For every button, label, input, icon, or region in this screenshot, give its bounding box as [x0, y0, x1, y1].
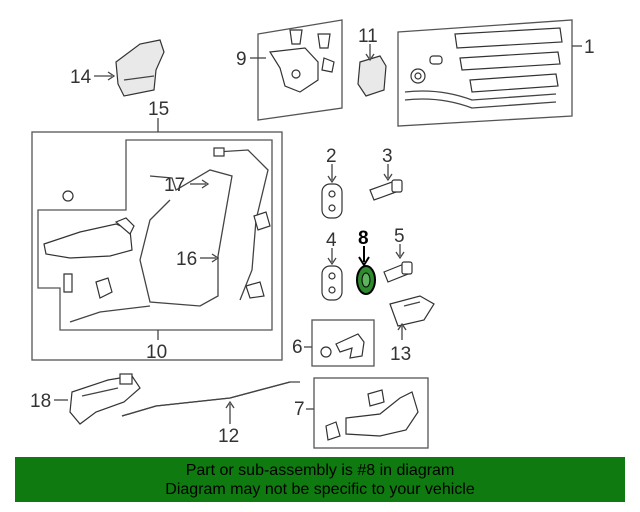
callout-18[interactable]: 18: [30, 391, 51, 412]
part-18-handle[interactable]: [54, 373, 141, 425]
callout-16[interactable]: 16: [176, 249, 197, 270]
callout-labels: 1 2 3 4 5 6 7 8 9 10 11 12 13 14 15 16 1…: [30, 26, 595, 447]
part-8-seal[interactable]: [356, 246, 376, 295]
leader-arrows: [190, 179, 220, 263]
part-5-bolt[interactable]: [383, 244, 413, 283]
part-1-sill-panel[interactable]: [397, 19, 582, 127]
banner-line-2: Diagram may not be specific to your vehi…: [165, 481, 475, 498]
callout-2[interactable]: 2: [326, 146, 337, 167]
part-13-bracket[interactable]: [389, 295, 435, 340]
part-11-clip[interactable]: [357, 44, 387, 97]
callout-14[interactable]: 14: [70, 67, 92, 88]
callout-1[interactable]: 1: [584, 37, 595, 58]
callout-5[interactable]: 5: [394, 226, 405, 247]
callout-9[interactable]: 9: [236, 49, 247, 70]
callout-8[interactable]: 8: [358, 228, 369, 249]
part-2-plate[interactable]: [321, 164, 343, 219]
part-15-assembly[interactable]: [31, 118, 283, 361]
banner-line-1: Part or sub-assembly is #8 in diagram: [185, 462, 455, 479]
callout-10[interactable]: 10: [146, 342, 167, 363]
callout-3[interactable]: 3: [382, 146, 393, 167]
callout-12[interactable]: 12: [218, 426, 239, 447]
parts-diagram: 1 2 3 4 5 6 7 8 9 10 11 12 13 14 15 16 1…: [30, 19, 595, 449]
part-6-bracket[interactable]: [304, 319, 375, 367]
part-7-hinge[interactable]: [306, 377, 429, 449]
callout-17[interactable]: 17: [164, 175, 185, 196]
part-3-bolt[interactable]: [369, 164, 403, 201]
part-14-block[interactable]: [94, 39, 165, 97]
part-4-plate[interactable]: [321, 248, 343, 301]
callout-7[interactable]: 7: [294, 399, 305, 420]
callout-4[interactable]: 4: [326, 230, 337, 251]
info-banner: Part or sub-assembly is #8 in diagram Di…: [15, 457, 625, 502]
part-12-rod[interactable]: [121, 381, 300, 424]
callout-6[interactable]: 6: [292, 337, 303, 358]
callout-15[interactable]: 15: [148, 99, 169, 120]
callout-13[interactable]: 13: [390, 344, 411, 365]
callout-11[interactable]: 11: [358, 26, 378, 47]
part-9-bracket[interactable]: [250, 19, 343, 121]
